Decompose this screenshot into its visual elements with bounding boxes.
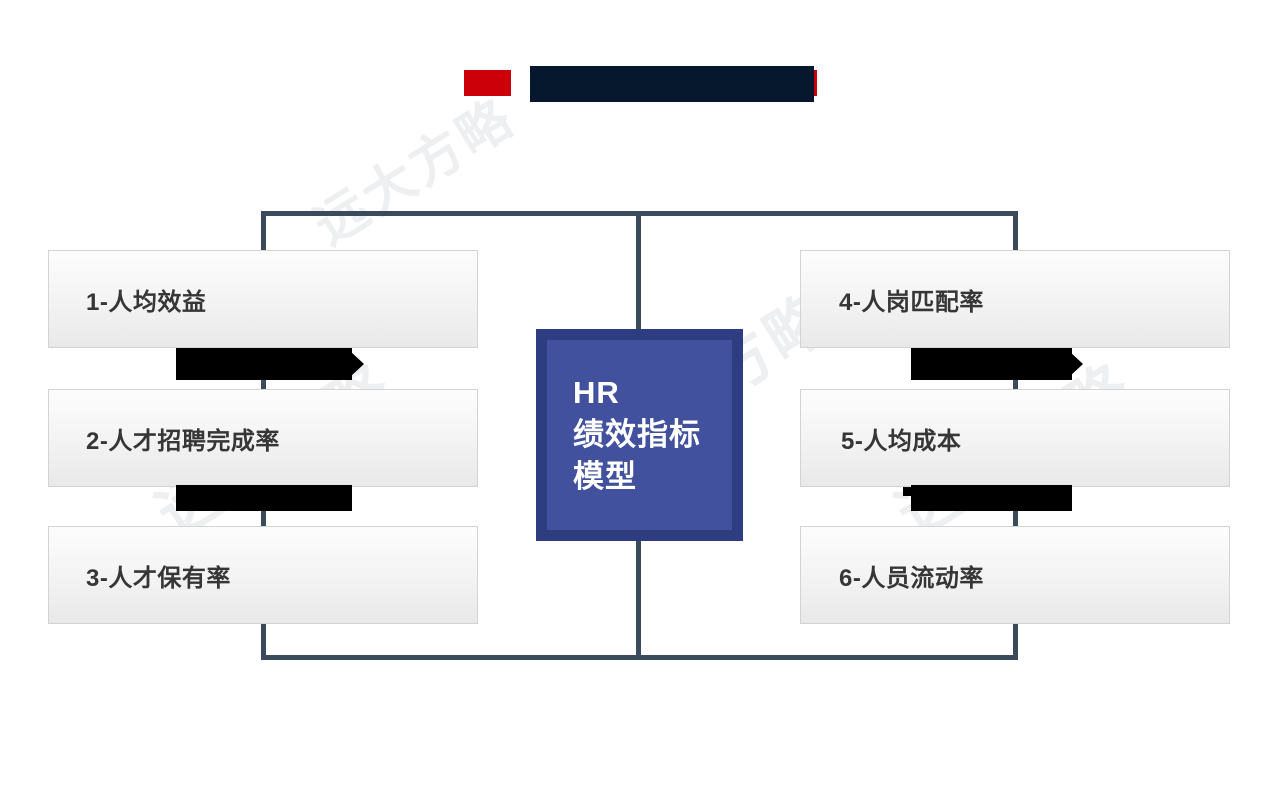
redaction-arrow-card-4: [1069, 351, 1083, 377]
indicator-card-5[interactable]: 5-人均成本: [800, 389, 1230, 487]
indicator-card-6[interactable]: 6-人员流动率: [800, 526, 1230, 624]
connector-center-top: [636, 211, 641, 331]
hub-title-line-1: HR: [573, 374, 620, 410]
indicator-card-4[interactable]: 4-人岗匹配率: [800, 250, 1230, 348]
indicator-card-label: 4-人岗匹配率: [839, 288, 984, 316]
red-accent-left-icon: [463, 70, 511, 96]
redaction-bar-card-4: [911, 348, 1072, 380]
indicator-card-label: 1-人均效益: [86, 288, 207, 316]
redaction-arrow-card-1: [350, 351, 364, 377]
indicator-card-label: 5-人均成本: [841, 427, 962, 455]
indicator-card-3[interactable]: 3-人才保有率: [48, 526, 478, 624]
central-hub-inner: HR 绩效指标 模型: [547, 340, 732, 530]
hub-title-line-2: 绩效指标: [573, 416, 701, 452]
connector-bottom-rail: [261, 655, 1018, 660]
indicator-card-label: 3-人才保有率: [86, 564, 231, 592]
connector-top-rail: [261, 211, 1018, 216]
connector-center-bottom: [636, 540, 641, 660]
redaction-bar-card-2: [176, 485, 352, 511]
title-text-wrap: HR绩效指标体系: [529, 62, 814, 104]
redaction-nub-card-5: [903, 487, 913, 496]
title-inner: HR绩效指标体系: [463, 62, 817, 104]
central-hub-box[interactable]: HR 绩效指标 模型: [536, 329, 743, 541]
slide-title-bar: HR绩效指标体系: [0, 62, 1280, 104]
title-redaction-block: [529, 66, 814, 102]
indicator-card-label: 2-人才招聘完成率: [86, 427, 280, 455]
indicator-card-label: 6-人员流动率: [839, 564, 984, 592]
redaction-bar-card-1: [176, 348, 352, 380]
redaction-bar-card-5: [911, 485, 1072, 511]
indicator-card-1[interactable]: 1-人均效益: [48, 250, 478, 348]
hub-title-line-3: 模型: [573, 459, 637, 495]
indicator-card-2[interactable]: 2-人才招聘完成率: [48, 389, 478, 487]
